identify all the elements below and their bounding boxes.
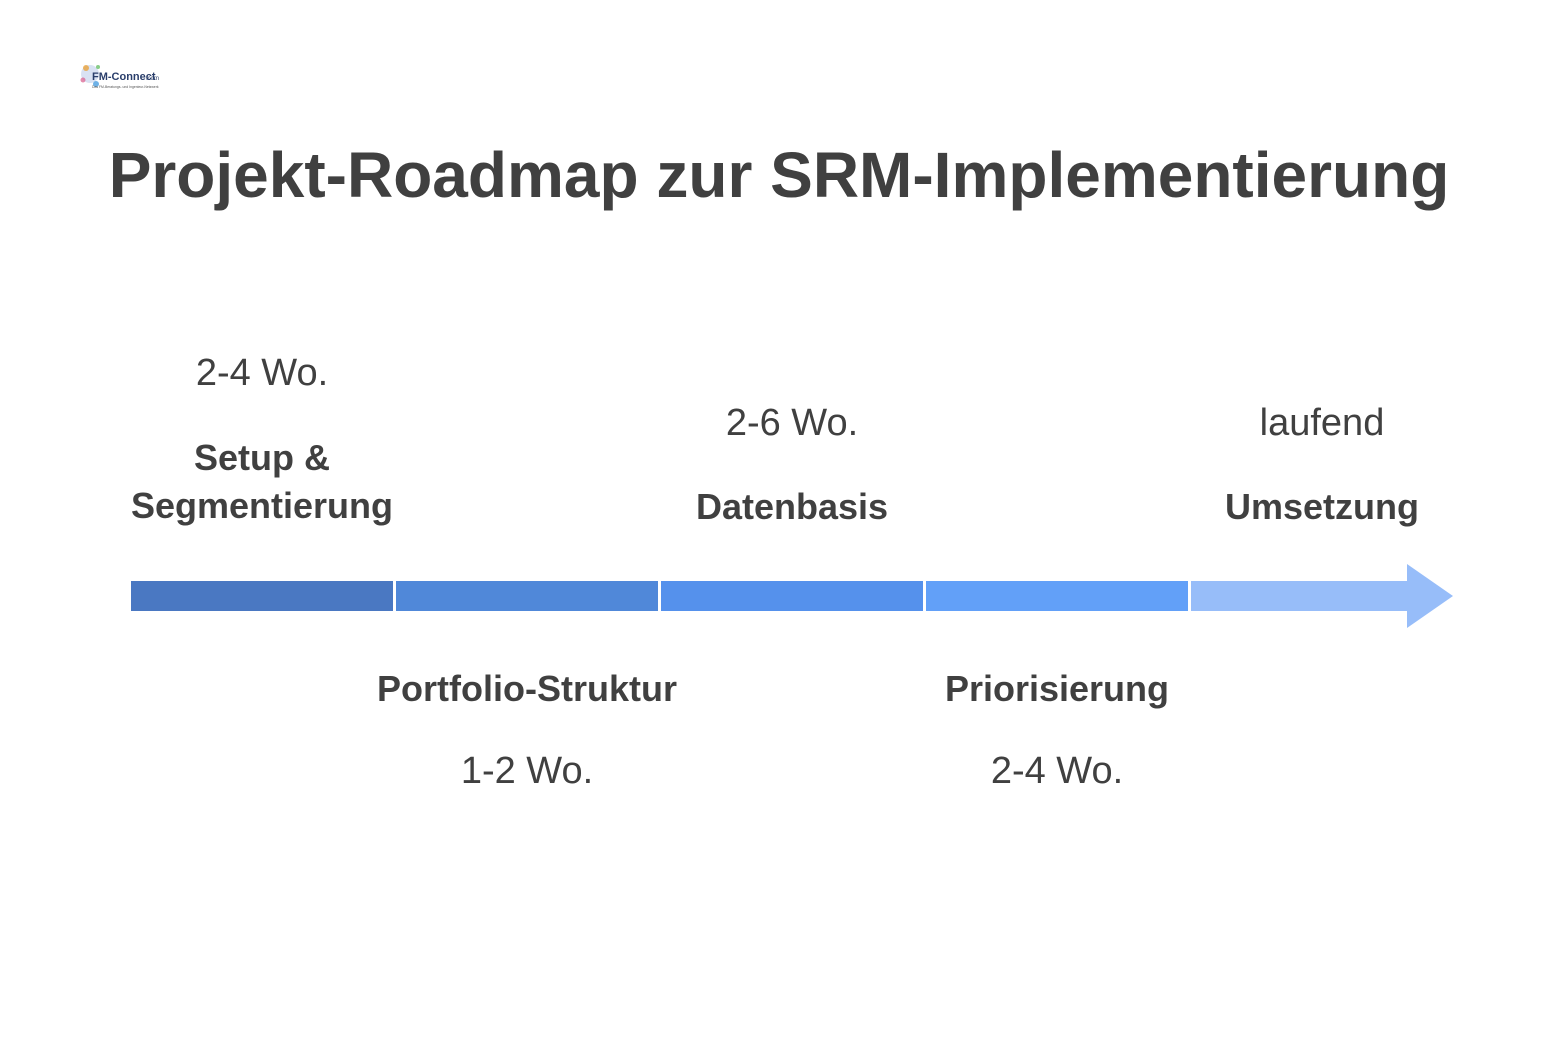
timeline-segment-4 [926, 581, 1188, 611]
phase-duration: 2-4 Wo. [195, 352, 329, 394]
phase-name: Setup & Segmentierung [52, 434, 472, 530]
phase-duration: 2-4 Wo. [990, 750, 1124, 792]
roadmap-timeline-arrow [131, 564, 1453, 628]
phase-name-text: Setup & Segmentierung [130, 437, 394, 526]
phase-duration: 2-6 Wo. [725, 402, 859, 444]
timeline-segment-3 [661, 581, 923, 611]
phase-name: Portfolio-Struktur [377, 668, 677, 709]
phase-name: Priorisierung [944, 668, 1170, 709]
phase-duration: 1-2 Wo. [460, 750, 594, 792]
phase-duration: laufend [1259, 402, 1385, 444]
svg-text:Das FM-Beratungs- und Ingenieu: Das FM-Beratungs- und Ingenieur-Netzwerk [92, 85, 159, 89]
page-title: Projekt-Roadmap zur SRM-Implementierung [108, 139, 1450, 211]
timeline-segment-5-arrowhead [1191, 564, 1453, 628]
timeline-segment-1 [131, 581, 393, 611]
fm-connect-logo: FM-Connect .com Das FM-Beratungs- und In… [78, 58, 160, 98]
svg-text:FM-Connect: FM-Connect [92, 71, 156, 83]
phase-name: Umsetzung [1224, 486, 1419, 527]
timeline-segment-2 [396, 581, 658, 611]
svg-text:.com: .com [146, 76, 159, 82]
phase-name: Datenbasis [695, 486, 889, 527]
